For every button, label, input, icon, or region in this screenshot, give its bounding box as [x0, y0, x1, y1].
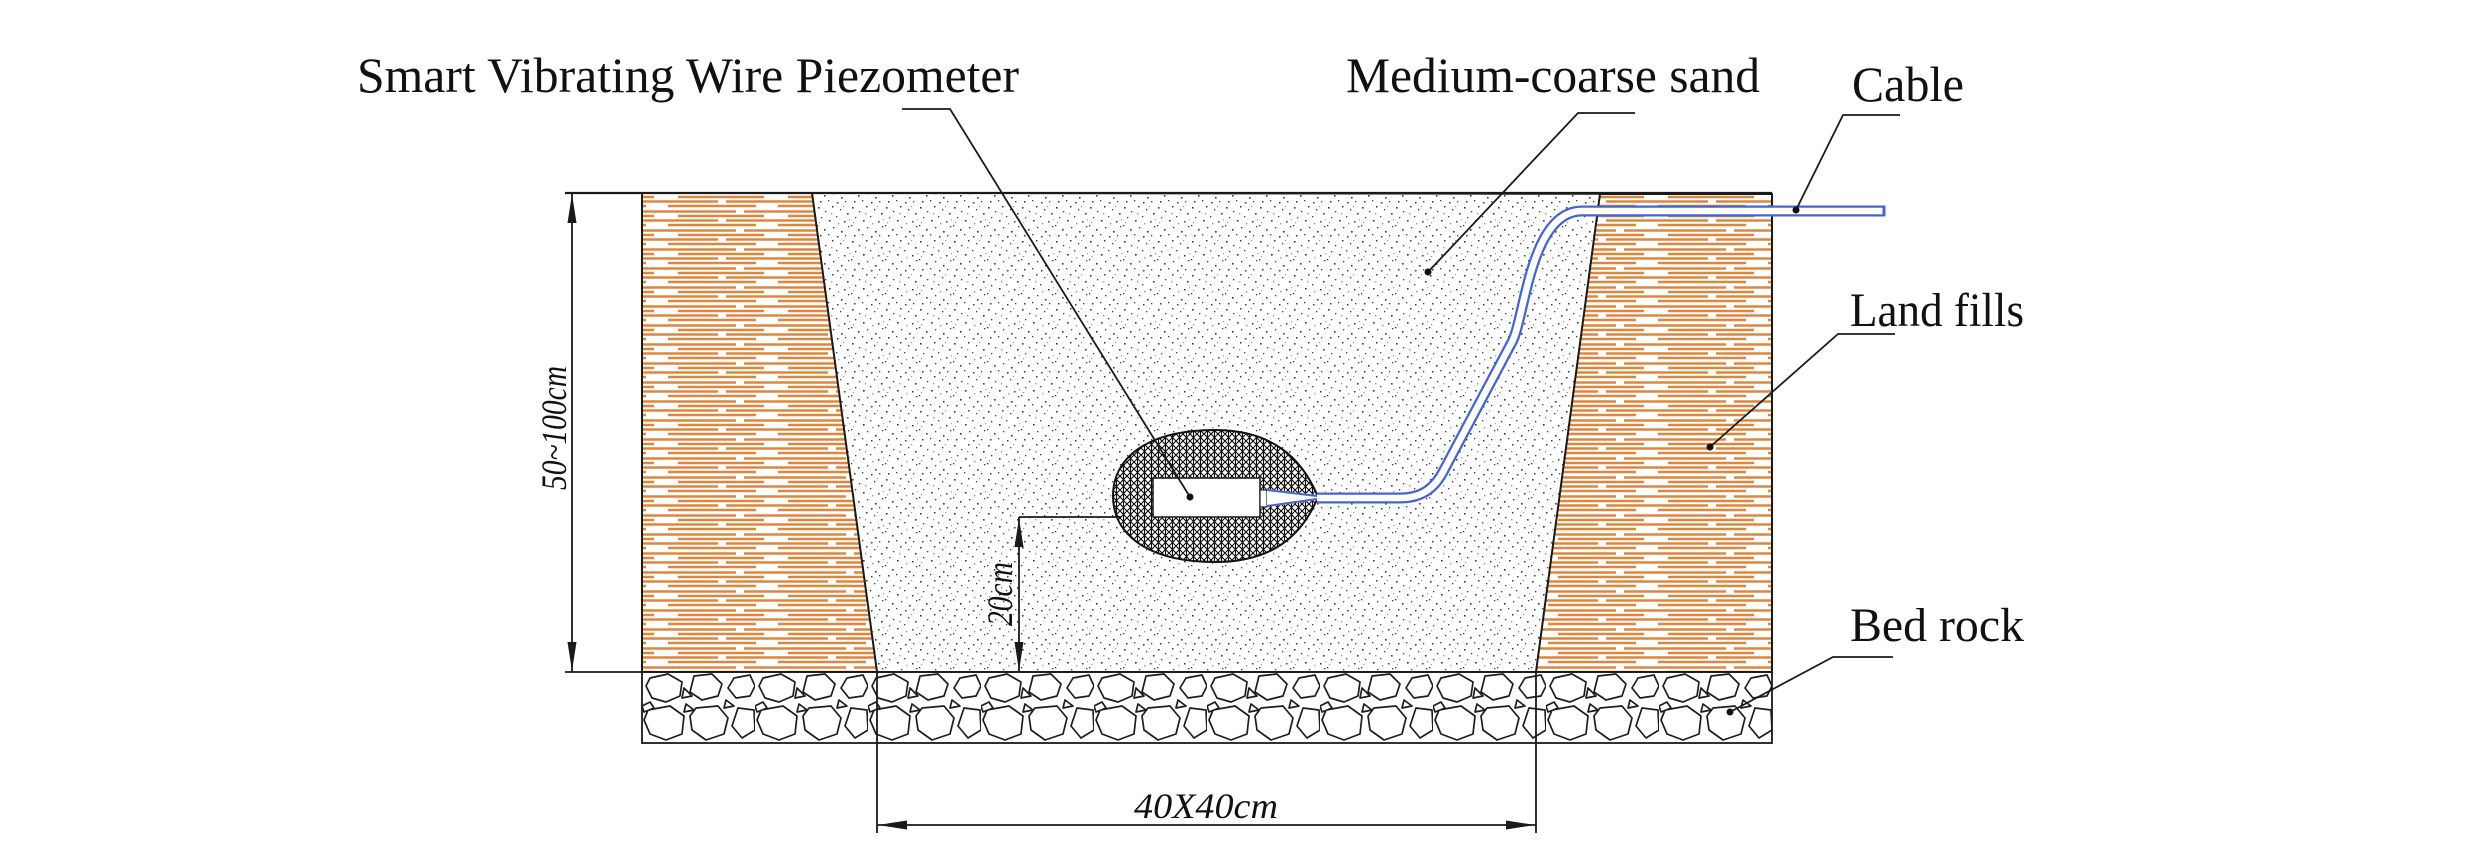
arrow-up-icon	[1014, 518, 1024, 547]
leader-piezometer	[902, 108, 1191, 498]
piezometer-body	[1152, 477, 1261, 518]
dim-pit-size: 40X40cm	[1134, 786, 1278, 826]
bed-rock-layer	[641, 671, 1773, 744]
arrow-right-icon	[1506, 820, 1535, 830]
arrow-up-icon	[567, 194, 577, 223]
leader-dot	[1792, 206, 1800, 214]
dim-offset: 20cm	[980, 562, 1020, 626]
label-piezometer: Smart Vibrating Wire Piezometer	[357, 47, 1019, 103]
label-medium-coarse-sand: Medium-coarse sand	[1346, 47, 1760, 103]
arrow-left-icon	[878, 820, 907, 830]
cable-core	[1317, 207, 1883, 502]
cable-wedge-bottom	[1266, 498, 1318, 507]
arrow-down-icon	[567, 642, 577, 671]
leader-bedrock	[1729, 656, 1893, 713]
label-cable: Cable	[1852, 56, 1964, 112]
leader-dot	[1726, 708, 1734, 716]
leader-dot	[1186, 493, 1194, 501]
leader-dot	[1706, 443, 1714, 451]
dim-depth: 50~100cm	[534, 366, 574, 490]
arrow-down-icon	[1014, 642, 1024, 671]
cable-wedge-top	[1266, 489, 1318, 497]
cable-wedge	[1267, 489, 1318, 507]
label-land-fills: Land fills	[1850, 284, 2024, 337]
piezometer-nose	[1259, 489, 1268, 508]
leader-sand	[1427, 112, 1635, 273]
leader-landfills	[1709, 333, 1895, 448]
leader-dot	[1424, 268, 1432, 276]
label-bed-rock: Bed rock	[1850, 599, 2024, 652]
leader-cable	[1795, 114, 1900, 211]
